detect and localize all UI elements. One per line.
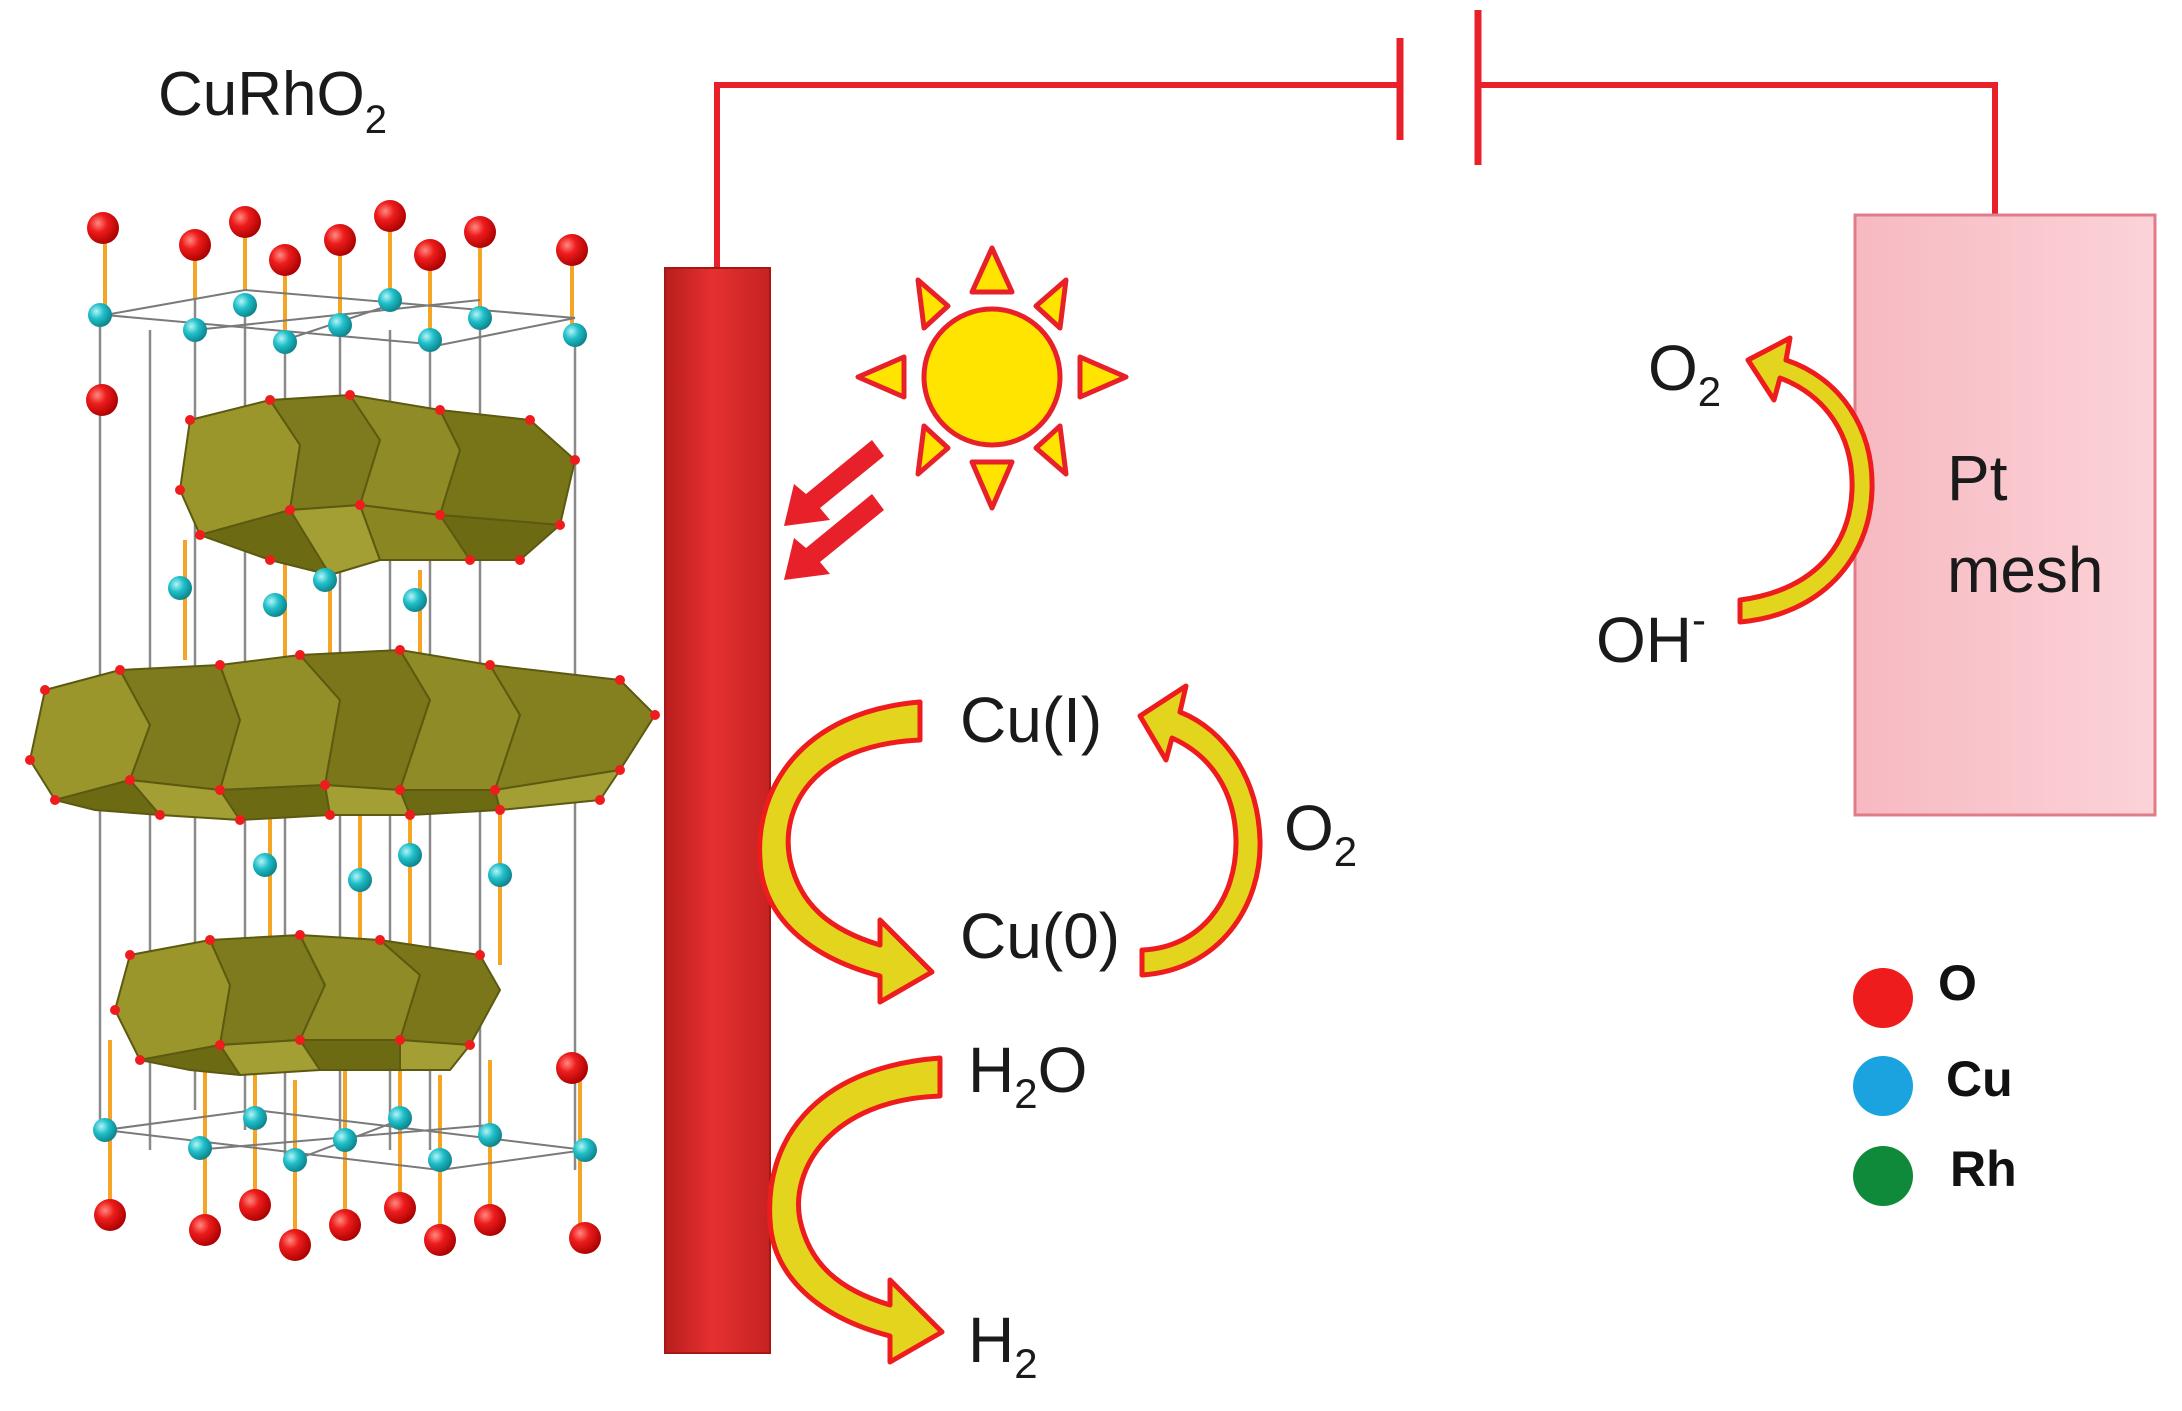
photocathode-electrode <box>664 267 771 1354</box>
pt-mesh-label-line2: mesh <box>1947 534 2104 606</box>
legend-item-cu: Cu <box>1853 1051 2013 1116</box>
arrow-oh-to-o2 <box>1737 335 1875 625</box>
legend-swatch-rh <box>1853 1146 1913 1206</box>
formula-title: CuRhO2 <box>158 60 387 142</box>
legend-swatch-cu <box>1853 1056 1913 1116</box>
legend-label-cu: Cu <box>1946 1051 2013 1107</box>
rho6-octahedra-layer-2 <box>29 649 656 821</box>
sun-icon <box>855 245 1129 511</box>
arrow-cu0-to-cu1 <box>1137 683 1263 978</box>
rho6-octahedra-layer-1 <box>179 394 576 576</box>
water-reactant-label: H2O <box>968 1034 1087 1117</box>
oxygen-product-label: O2 <box>1648 332 1721 415</box>
legend-item-o: O <box>1853 955 1977 1028</box>
legend-item-rh: Rh <box>1853 1141 2017 1206</box>
cu1-label: Cu(I) <box>960 684 1102 756</box>
legend-swatch-o <box>1853 968 1913 1028</box>
cu-cycle-oxidant-label: O2 <box>1284 792 1357 875</box>
battery-symbol <box>1396 10 1482 165</box>
cu-atoms <box>88 288 597 1172</box>
light-ray-arrows <box>784 440 884 580</box>
external-circuit-wire <box>714 82 1998 271</box>
legend-label-rh: Rh <box>1950 1141 2017 1197</box>
hydroxide-reactant-label: OH- <box>1596 596 1706 676</box>
arrow-h2o-to-h2 <box>767 1055 945 1365</box>
rho6-octahedra-layer-3 <box>114 934 501 1076</box>
pt-mesh-label-line1: Pt <box>1947 442 2008 514</box>
curved-arrows <box>757 335 1875 1365</box>
pt-mesh-electrode <box>1853 213 2157 817</box>
cu0-label: Cu(0) <box>960 900 1120 972</box>
legend-label-o: O <box>1938 955 1977 1011</box>
curho2-crystal-structure <box>25 200 660 1261</box>
o-atoms <box>86 200 601 1261</box>
hydrogen-product-label: H2 <box>968 1304 1038 1387</box>
octahedra-vertex-oxygens <box>25 390 660 1065</box>
arrow-cu1-to-cu0 <box>757 699 935 1005</box>
atom-legend: O Cu Rh <box>1853 955 2017 1206</box>
